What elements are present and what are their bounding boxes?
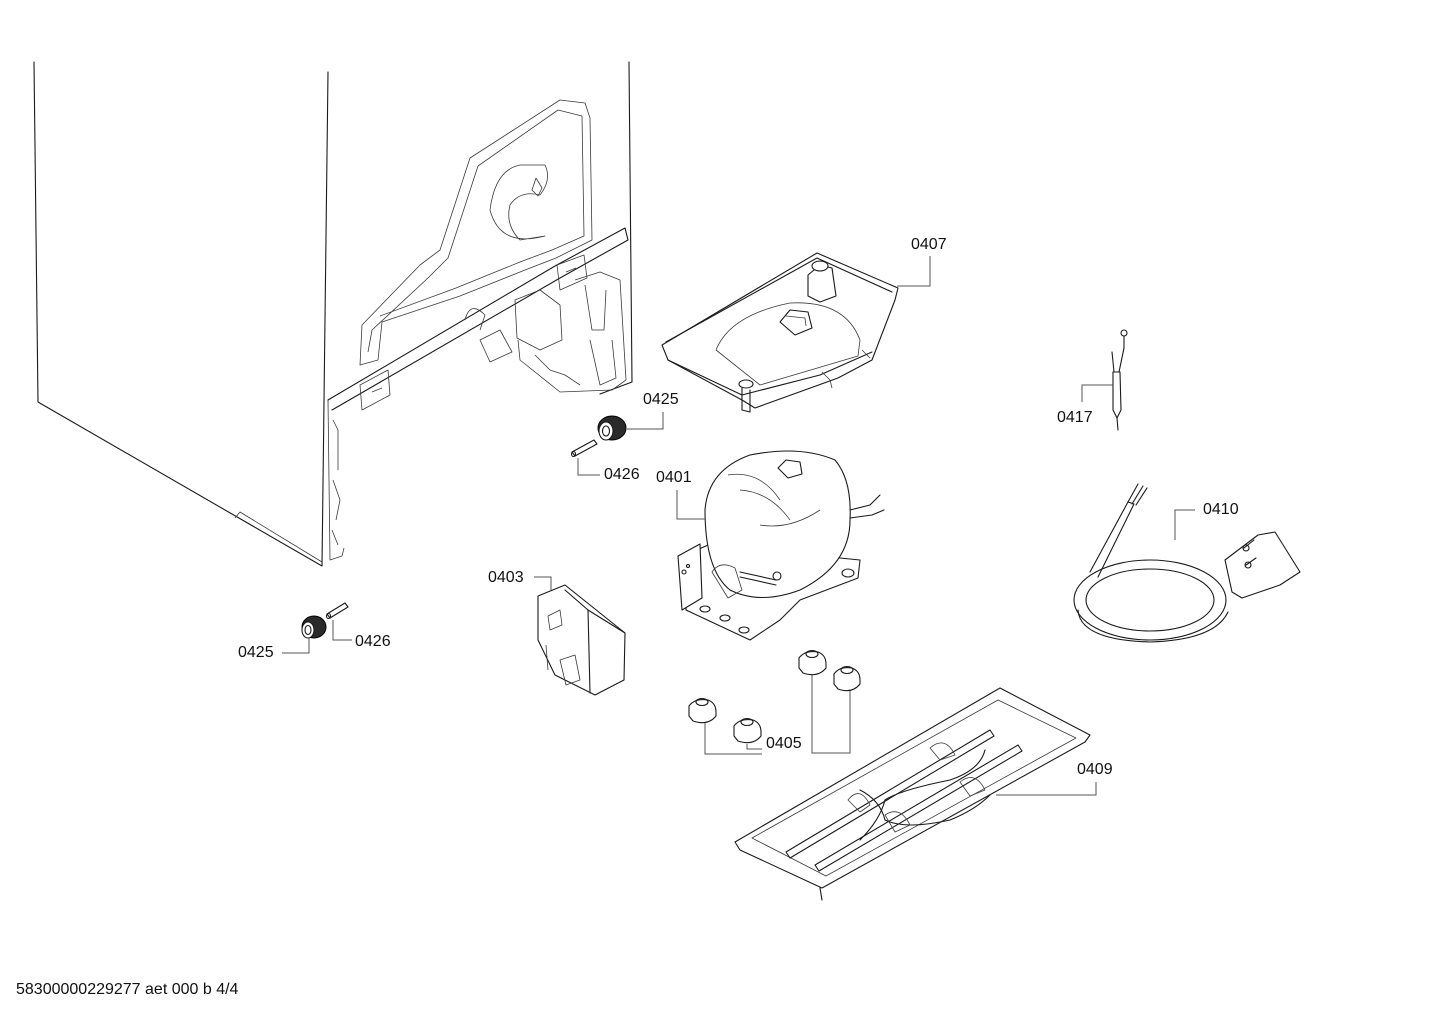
pin-0426-lower xyxy=(325,602,349,620)
leader-0410 xyxy=(1174,509,1195,540)
leader-0425-upper xyxy=(627,412,664,430)
leader-0405-right xyxy=(811,675,851,754)
leader-0425-lower xyxy=(282,638,310,654)
leader-0403 xyxy=(534,576,552,590)
grommets-0405 xyxy=(688,649,861,744)
foot-0425-upper xyxy=(597,415,627,441)
temperature-sensor-0417 xyxy=(1111,329,1128,431)
part-label-0425-upper[interactable]: 0425 xyxy=(643,391,679,408)
part-label-0410[interactable]: 0410 xyxy=(1203,501,1239,518)
grommet xyxy=(833,665,861,692)
leader-lines xyxy=(282,256,1195,796)
leader-0409 xyxy=(996,782,1097,796)
leader-0426-lower xyxy=(332,620,352,641)
part-label-0401[interactable]: 0401 xyxy=(656,469,692,486)
leader-0417 xyxy=(1081,384,1113,402)
leader-0405-left xyxy=(704,723,762,755)
pin-0426-upper xyxy=(570,439,598,458)
part-label-0407[interactable]: 0407 xyxy=(911,236,947,253)
grommet xyxy=(733,717,762,744)
cabinet xyxy=(33,61,633,567)
evaporation-tray-0407 xyxy=(661,252,899,413)
foot-0425-lower xyxy=(301,615,327,639)
leader-0407 xyxy=(897,256,931,287)
grommet xyxy=(798,649,827,676)
part-label-0405[interactable]: 0405 xyxy=(766,735,802,752)
part-label-0409[interactable]: 0409 xyxy=(1077,761,1113,778)
mains-cable-0410 xyxy=(1073,483,1301,643)
part-label-0426-upper[interactable]: 0426 xyxy=(604,466,640,483)
part-label-0417[interactable]: 0417 xyxy=(1057,409,1093,426)
compressor-0401 xyxy=(677,450,885,641)
part-label-0425-lower[interactable]: 0425 xyxy=(238,644,274,661)
leader-0401 xyxy=(676,490,706,520)
grommet xyxy=(688,697,717,724)
part-label-0426-lower[interactable]: 0426 xyxy=(355,633,391,650)
drawing-caption: 58300000229277 aet 000 b 4/4 xyxy=(16,981,239,998)
base-plate-0409 xyxy=(734,687,1091,901)
part-label-0403[interactable]: 0403 xyxy=(488,569,524,586)
relay-0403 xyxy=(537,584,626,696)
leader-0426-upper xyxy=(577,458,600,476)
